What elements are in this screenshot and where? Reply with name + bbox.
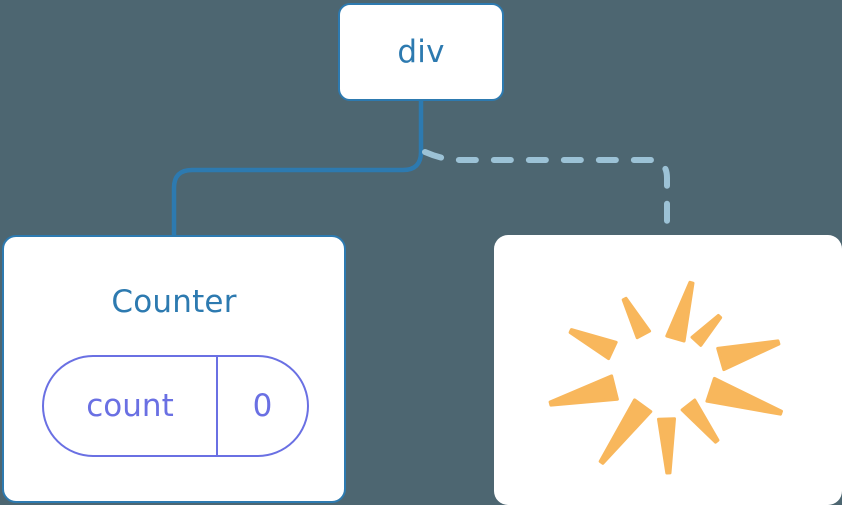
node-counter-label: Counter	[111, 284, 237, 320]
edge-div-to-burst	[422, 149, 670, 239]
node-div-label: div	[397, 33, 445, 70]
burst-ray-3	[705, 376, 783, 416]
burst-ray-0	[665, 280, 695, 343]
burst-ray-9	[621, 296, 652, 340]
burst-ray-8	[568, 328, 618, 361]
burst-ray-5	[657, 417, 676, 475]
burst-ray-6	[598, 398, 653, 465]
state-value-label: 0	[252, 387, 273, 424]
burst-ray-7	[548, 374, 619, 407]
state-divider	[216, 357, 218, 455]
state-key-label: count	[86, 387, 174, 424]
burst-ray-2	[716, 339, 781, 372]
edge-div-to-counter	[171, 98, 424, 239]
sparkle-burst-icon	[548, 280, 783, 475]
burst-ray-1	[690, 313, 723, 347]
state-badge-count[interactable]: count 0	[42, 355, 309, 457]
burst-ray-4	[680, 398, 720, 444]
node-render-burst[interactable]	[494, 235, 842, 505]
node-div[interactable]: div	[338, 3, 504, 101]
